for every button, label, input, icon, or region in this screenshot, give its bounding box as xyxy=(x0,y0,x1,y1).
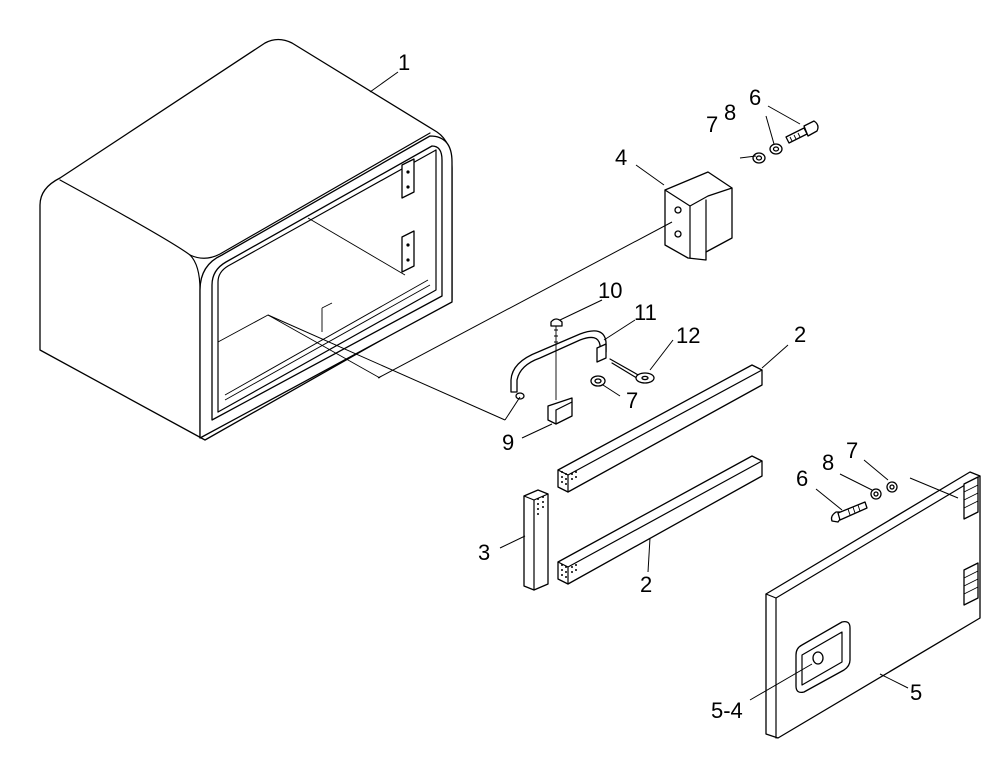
door-hinge-lower xyxy=(963,562,979,606)
callout-11: 11 xyxy=(634,300,657,325)
callout-6-lower: 6 xyxy=(796,466,808,491)
leader-lines xyxy=(267,71,959,701)
bolt-upper xyxy=(785,120,819,144)
callouts: 1 4 7 8 6 10 11 12 2 7 9 7 8 6 3 2 5 5-4 xyxy=(398,50,922,723)
rail-lower xyxy=(557,455,763,585)
callout-5: 5 xyxy=(910,680,922,705)
handle-rod xyxy=(510,330,607,400)
lock-washer-upper xyxy=(769,143,783,155)
callout-5-4: 5-4 xyxy=(711,698,743,723)
door-lock xyxy=(795,620,851,694)
pin-screw xyxy=(550,318,563,400)
callout-2-lower: 2 xyxy=(640,572,652,597)
hinge-plate-lower xyxy=(401,230,415,273)
vertical-post xyxy=(523,489,549,591)
rail-upper xyxy=(557,364,763,493)
lock-washer-lower xyxy=(870,488,882,500)
callout-9: 9 xyxy=(502,430,514,455)
door-hinge-upper xyxy=(963,476,979,520)
callout-2-upper: 2 xyxy=(794,322,806,347)
lanyard-cable xyxy=(609,358,655,384)
callout-7-mid: 7 xyxy=(626,388,638,413)
hinge-plate-upper xyxy=(401,158,415,199)
safe-door xyxy=(765,471,981,739)
callout-8-upper: 8 xyxy=(724,100,736,125)
callout-6-upper: 6 xyxy=(749,85,761,110)
callout-7-lower: 7 xyxy=(846,438,858,463)
callout-7-upper: 7 xyxy=(706,112,718,137)
flat-washer-lower xyxy=(886,481,898,493)
bolt-lower xyxy=(830,501,868,523)
callout-1: 1 xyxy=(398,50,410,75)
latch-clip xyxy=(547,397,573,425)
callout-3: 3 xyxy=(478,540,490,565)
washer-mid xyxy=(590,375,606,387)
callout-4: 4 xyxy=(615,145,627,170)
safe-body xyxy=(39,38,453,441)
callout-10: 10 xyxy=(598,278,622,303)
hinge-bracket xyxy=(664,171,733,261)
flat-washer-upper xyxy=(752,152,766,164)
callout-12: 12 xyxy=(676,323,700,348)
callout-8-lower: 8 xyxy=(822,450,834,475)
